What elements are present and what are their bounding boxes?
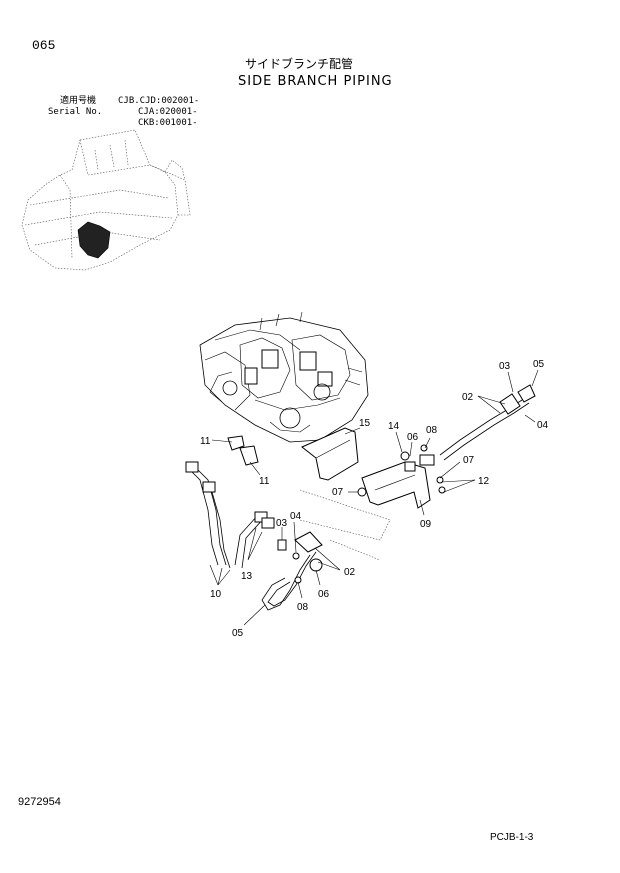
callout-15: 15 [359,418,371,429]
serial-value-1: CJB.CJD:002001- [118,96,200,106]
callout-05-lower: 05 [232,628,244,639]
callout-03-lower: 03 [276,518,288,529]
callout-02-lower: 02 [344,567,356,578]
callout-06: 06 [407,432,419,443]
page-number: 065 [32,38,56,53]
bracket-09 [361,461,431,509]
serial-value-3: CKB:001001- [138,118,198,128]
elbow-11-lower [239,445,259,466]
callout-11-lower: 11 [259,476,270,487]
title-japanese: サイドブランチ配管 [245,57,354,71]
callout-04-lower: 04 [290,511,302,522]
callout-03: 03 [499,361,511,372]
document-number: 9272954 [18,796,61,808]
callout-07-right: 07 [463,455,475,466]
serial-value-2: CJA:020001- [138,107,198,117]
serial-label: Serial No. [48,107,103,117]
hose-left-10 [189,469,219,566]
serial-head-label: 適用号機 [60,96,97,106]
callout-02: 02 [462,392,474,403]
title-english: SIDE BRANCH PIPING [238,74,393,89]
callout-11-upper: 11 [200,436,211,447]
callout-10: 10 [210,589,222,600]
serial-values: CJB.CJD:002001- CJA:020001- CKB:001001- [118,96,199,129]
callout-07-left: 07 [332,487,344,498]
callout-12: 12 [478,476,490,487]
elbow-11-upper [227,435,245,451]
bracket-15 [301,427,359,481]
callout-08: 08 [426,425,438,436]
callout-06-lower: 06 [318,589,330,600]
callout-04: 04 [537,420,549,431]
hose-left-13 [234,514,259,566]
hose-lower-05 [261,554,311,611]
machine-overview-illustration [21,129,191,271]
callout-05: 05 [533,359,545,370]
engine-assembly-illustration [199,311,369,443]
callout-13: 13 [241,571,253,582]
leader-lines [209,369,539,626]
page-code: PCJB-1-3 [490,832,534,843]
callout-14: 14 [388,421,400,432]
callout-08-lower: 08 [297,602,309,613]
callout-09: 09 [420,519,432,530]
